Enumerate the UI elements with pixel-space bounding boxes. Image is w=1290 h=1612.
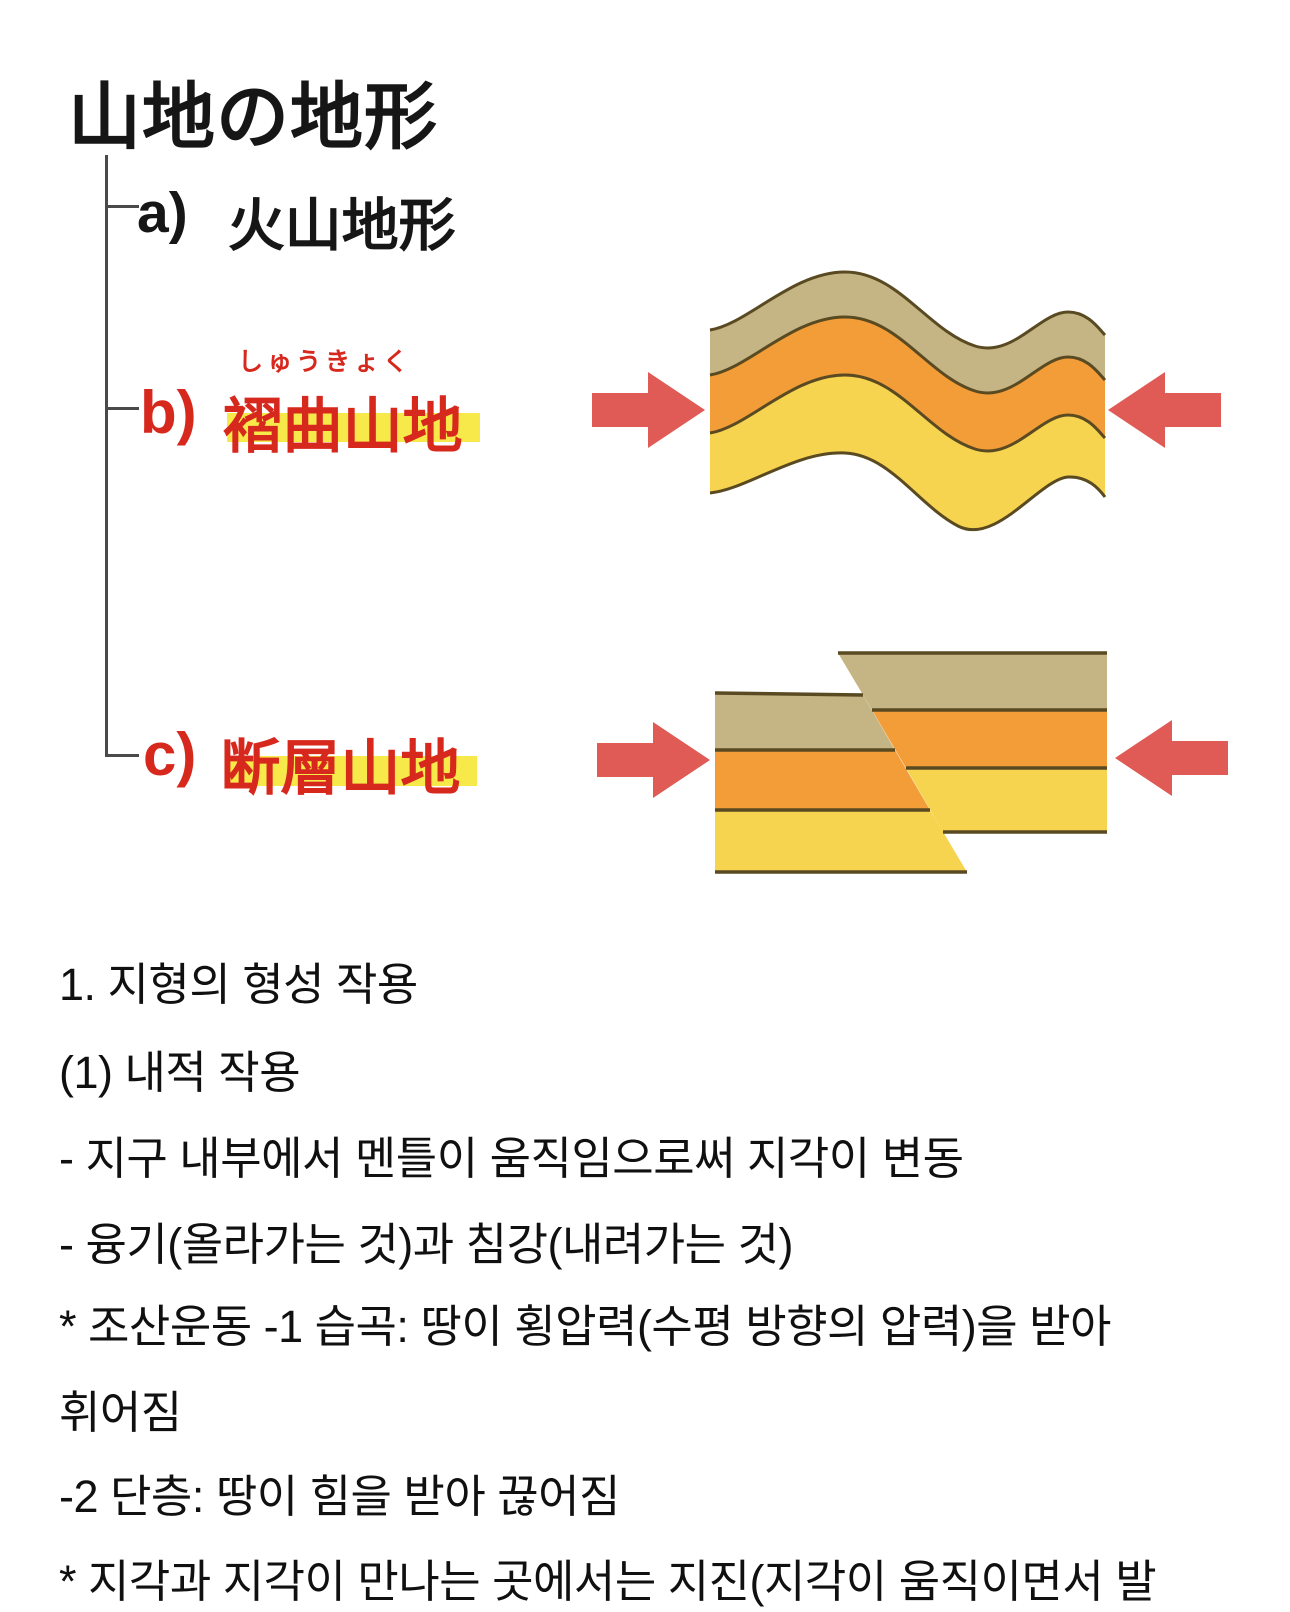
outline-item-b-marker: b) [140,379,197,446]
note-line-3: - 지구 내부에서 멘틀이 움직임으로써 지각이 변동 [59,1133,964,1184]
highlight-bar-c [227,756,477,786]
fold-mountains-diagram [592,270,1221,570]
highlight-bar-b [227,413,480,442]
note-line-4: - 융기(올라가는 것)과 침강(내려가는 것) [59,1219,793,1270]
fold-compression-arrow-left-icon [592,372,705,448]
page-title: 山地の地形 [68,77,438,158]
outline-item-c: c) 断層山地 [143,720,460,807]
fault-right-block-middle-layer [872,710,1107,768]
fault-left-block-middle-layer [715,750,930,810]
outline-item-c-label: 断層山地 [220,735,461,802]
fault-right-block-top-layer [838,653,1107,710]
fault-compression-arrow-right-icon [1115,720,1228,796]
outline-item-a-marker: a) [137,181,188,245]
note-line-2: (1) 내적 작용 [59,1047,301,1098]
fault-mountains-diagram [597,651,1228,874]
fault-left-block-lines [714,691,967,874]
tree-branch-c-line [105,754,139,757]
fold-boundary-line-2 [709,315,1107,395]
fault-left-block-bottom-layer [715,810,967,872]
outline-item-b: b) 褶曲山地 [140,378,463,465]
note-line-5: * 조산운동 -1 습곡: 땅이 횡압력(수평 방향의 압력)을 받아 [59,1301,1111,1352]
fold-boundary-line-4 [709,451,1107,532]
fault-compression-arrow-left-icon [597,722,710,798]
note-line-7: -2 단층: 땅이 힘을 받아 끊어짐 [59,1471,620,1522]
fold-compression-arrow-right-icon [1108,372,1221,448]
fault-left-block-top-layer [715,693,895,750]
outline-item-a-label: 火山地形 [227,194,456,258]
note-line-8: * 지각과 지각이 만나는 곳에서는 지진(지각이 움직이면서 발 [59,1556,1157,1607]
fold-background-mask [710,452,1105,570]
tree-branch-b-line [105,407,139,410]
fold-boundary-line-3 [709,373,1107,453]
furigana-shuukyoku: しゅうきょく [238,348,413,376]
note-line-6: 휘어짐 [59,1387,182,1438]
tree-trunk-line [105,155,108,757]
tree-branch-a-line [105,205,139,208]
outline-item-b-label: 褶曲山地 [222,393,463,460]
fault-right-block-lines [838,651,1107,834]
outline-item-a: a) 火山地形 [137,180,456,262]
fault-right-block-bottom-layer [906,768,1107,832]
outline-item-c-marker: c) [143,721,197,788]
fold-boundary-line-1 [709,270,1107,350]
note-line-1: 1. 지형의 형성 작용 [59,959,418,1010]
